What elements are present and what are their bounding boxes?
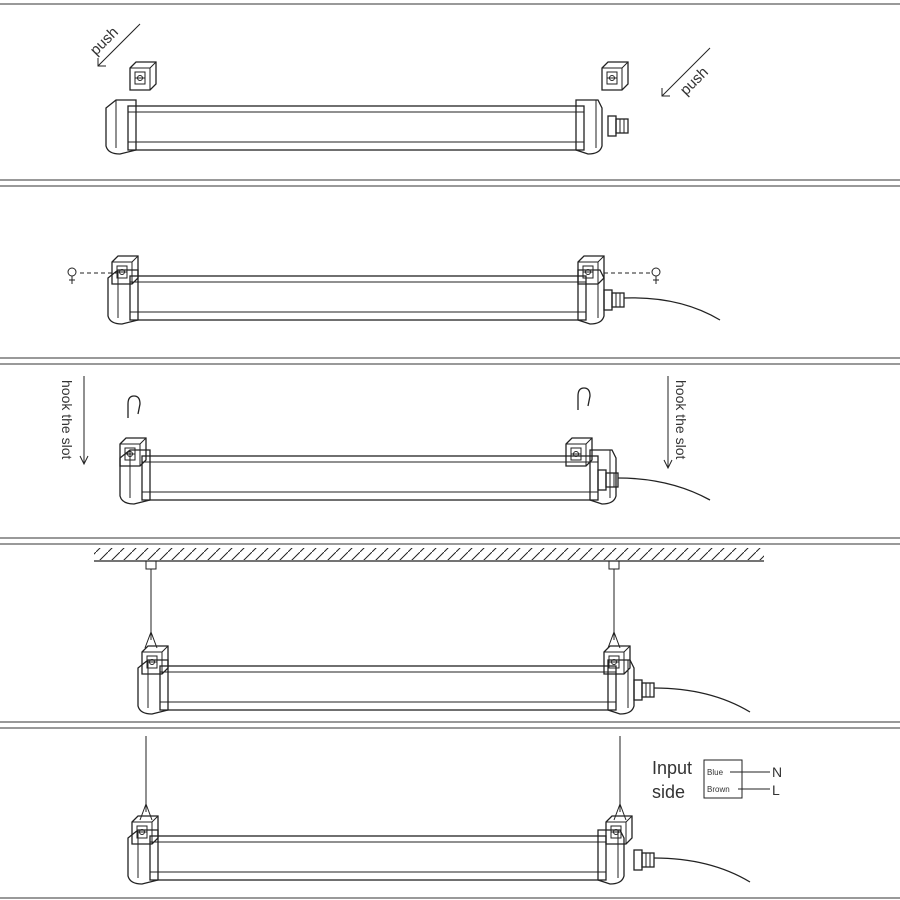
- terminal-l-label: L: [772, 782, 780, 798]
- step-screw-fixing: [67, 255, 721, 325]
- wire-brown-label: Brown: [707, 785, 730, 794]
- hook-icon: [577, 387, 591, 411]
- step-push-clips: push push: [87, 23, 712, 155]
- cable-gland: [607, 115, 629, 137]
- luminaire-body: [119, 449, 617, 505]
- ceiling-anchor-left: [145, 560, 157, 570]
- screw-icon: [651, 267, 661, 285]
- input-side-title-line1: Input: [652, 758, 692, 778]
- mounting-clip-right: [601, 61, 629, 91]
- panel-separators: [0, 3, 900, 899]
- luminaire-body: [137, 659, 635, 715]
- power-cable: [617, 477, 711, 501]
- cable-gland: [597, 469, 619, 491]
- step-hang-ceiling: [94, 548, 764, 715]
- power-cable: [623, 297, 721, 321]
- screw-icon: [67, 267, 77, 285]
- terminal-block: [703, 759, 743, 799]
- power-cable: [653, 857, 751, 883]
- luminaire-body: [105, 99, 603, 155]
- terminal-n-label: N: [772, 764, 782, 780]
- push-arrow-right: [661, 47, 711, 97]
- power-cable: [653, 687, 751, 713]
- mounting-clip-left: [129, 61, 157, 91]
- step-wiring: Input side Blue Brown N L: [127, 736, 782, 885]
- luminaire-body: [107, 269, 605, 325]
- input-side-title-line2: side: [652, 782, 685, 802]
- luminaire-body: [127, 829, 625, 885]
- push-label-left: push: [87, 24, 122, 59]
- ceiling-hatch: [94, 548, 764, 560]
- push-arrow-left: [97, 23, 141, 67]
- hook-label-left: hook the slot: [59, 380, 75, 459]
- step-hook-slot: hook the slot hook the slot: [59, 376, 711, 505]
- hook-label-right: hook the slot: [673, 380, 689, 459]
- push-label-right: push: [677, 64, 712, 99]
- cable-gland: [633, 679, 655, 701]
- hook-icon: [127, 395, 141, 419]
- wire-blue-label: Blue: [707, 768, 724, 777]
- wiring-legend: Input side Blue Brown N L: [652, 758, 782, 802]
- cable-gland: [603, 289, 625, 311]
- cable-gland: [633, 849, 655, 871]
- ceiling-anchor-right: [608, 560, 620, 570]
